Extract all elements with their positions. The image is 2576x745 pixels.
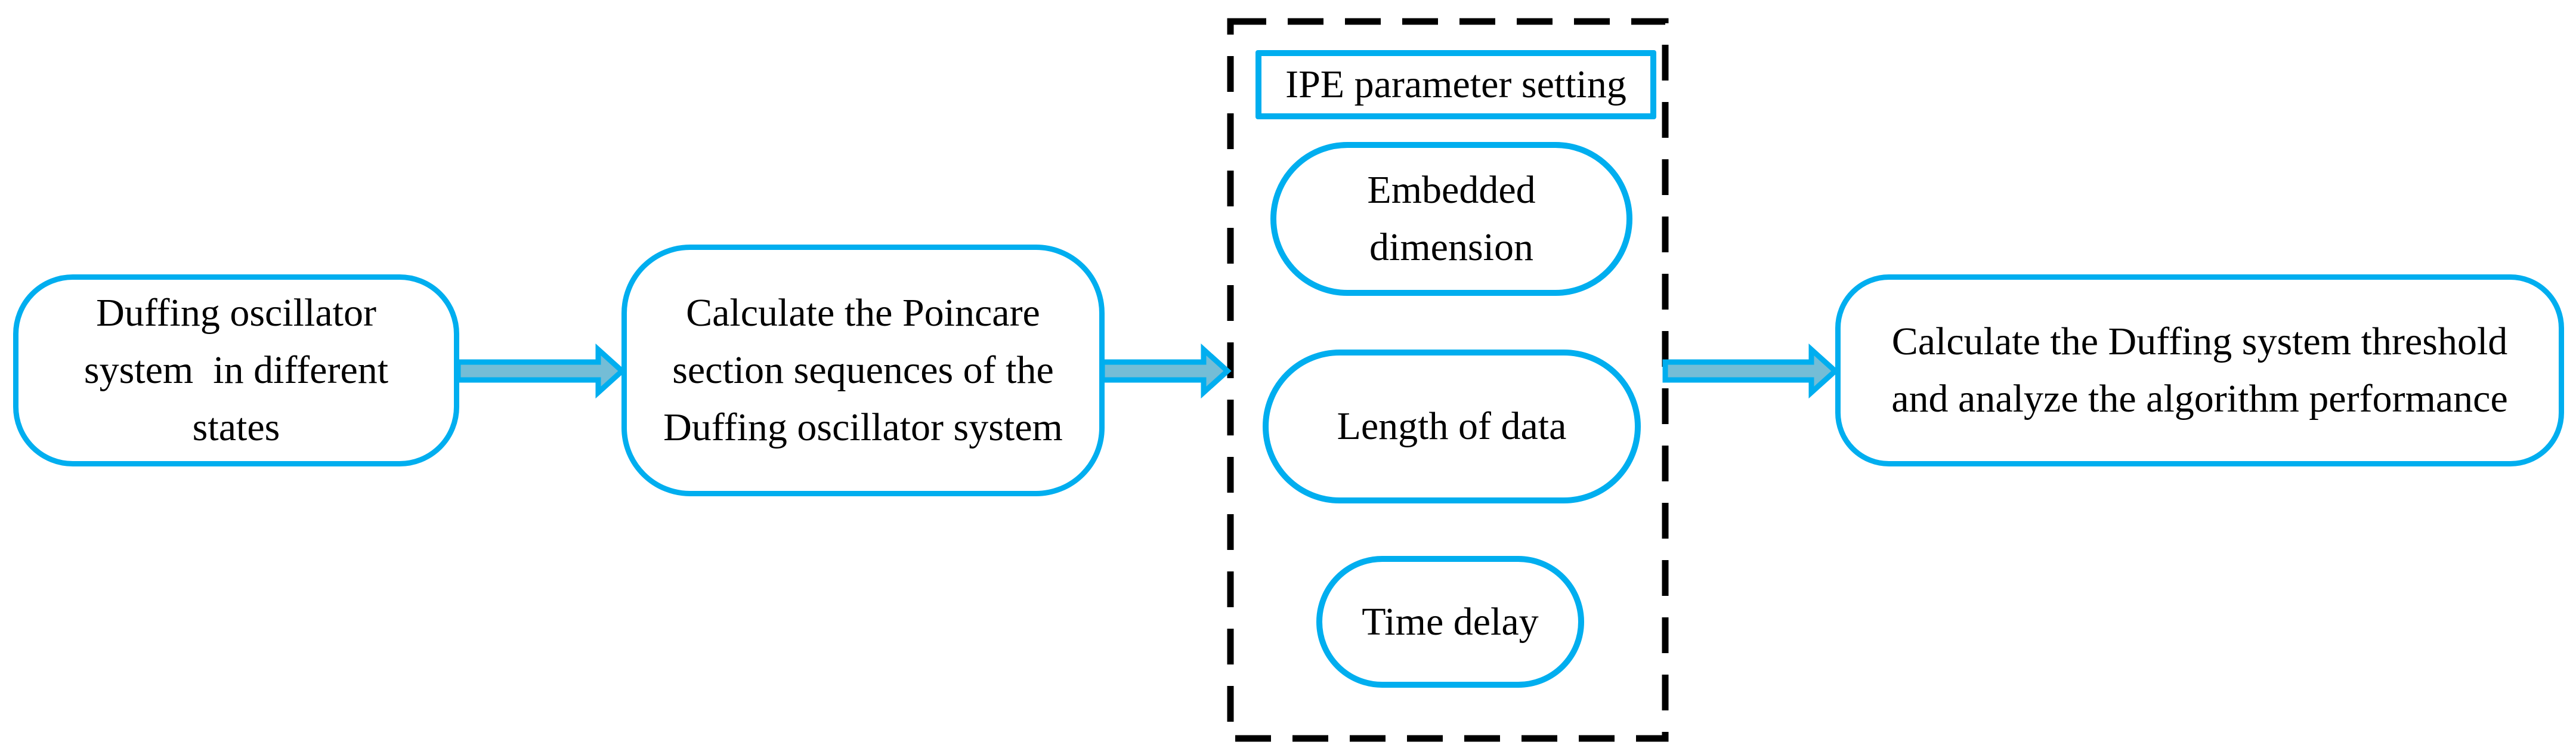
param-pill-length-of-data-label: Length of data [1337,404,1567,448]
flow-node-poincare-label: Calculate the Poincare section sequences… [663,291,1063,449]
ipe-group-title-box: IPE parameter setting [1255,50,1656,119]
param-pill-embedded-dimension: Embedded dimension [1270,142,1632,296]
flow-node-duffing-states: Duffing oscillator system in different s… [13,274,459,466]
flow-arrow-poincare-to-ipe-group [1099,343,1232,399]
param-pill-embedded-dimension-label: Embedded dimension [1367,168,1536,269]
param-pill-time-delay: Time delay [1316,556,1584,688]
param-pill-time-delay-label: Time delay [1362,599,1539,644]
ipe-group-title-label: IPE parameter setting [1285,63,1626,106]
param-pill-length-of-data: Length of data [1263,350,1641,503]
flow-node-threshold-analysis-label: Calculate the Duffing system threshold a… [1891,320,2508,421]
flow-node-poincare: Calculate the Poincare section sequences… [621,245,1105,496]
flow-node-threshold-analysis: Calculate the Duffing system threshold a… [1835,274,2564,466]
flow-node-duffing-states-label: Duffing oscillator system in different s… [84,291,389,449]
flow-arrow-ipe-group-to-threshold [1662,343,1839,399]
flow-arrow-states-to-poincare [455,343,626,399]
